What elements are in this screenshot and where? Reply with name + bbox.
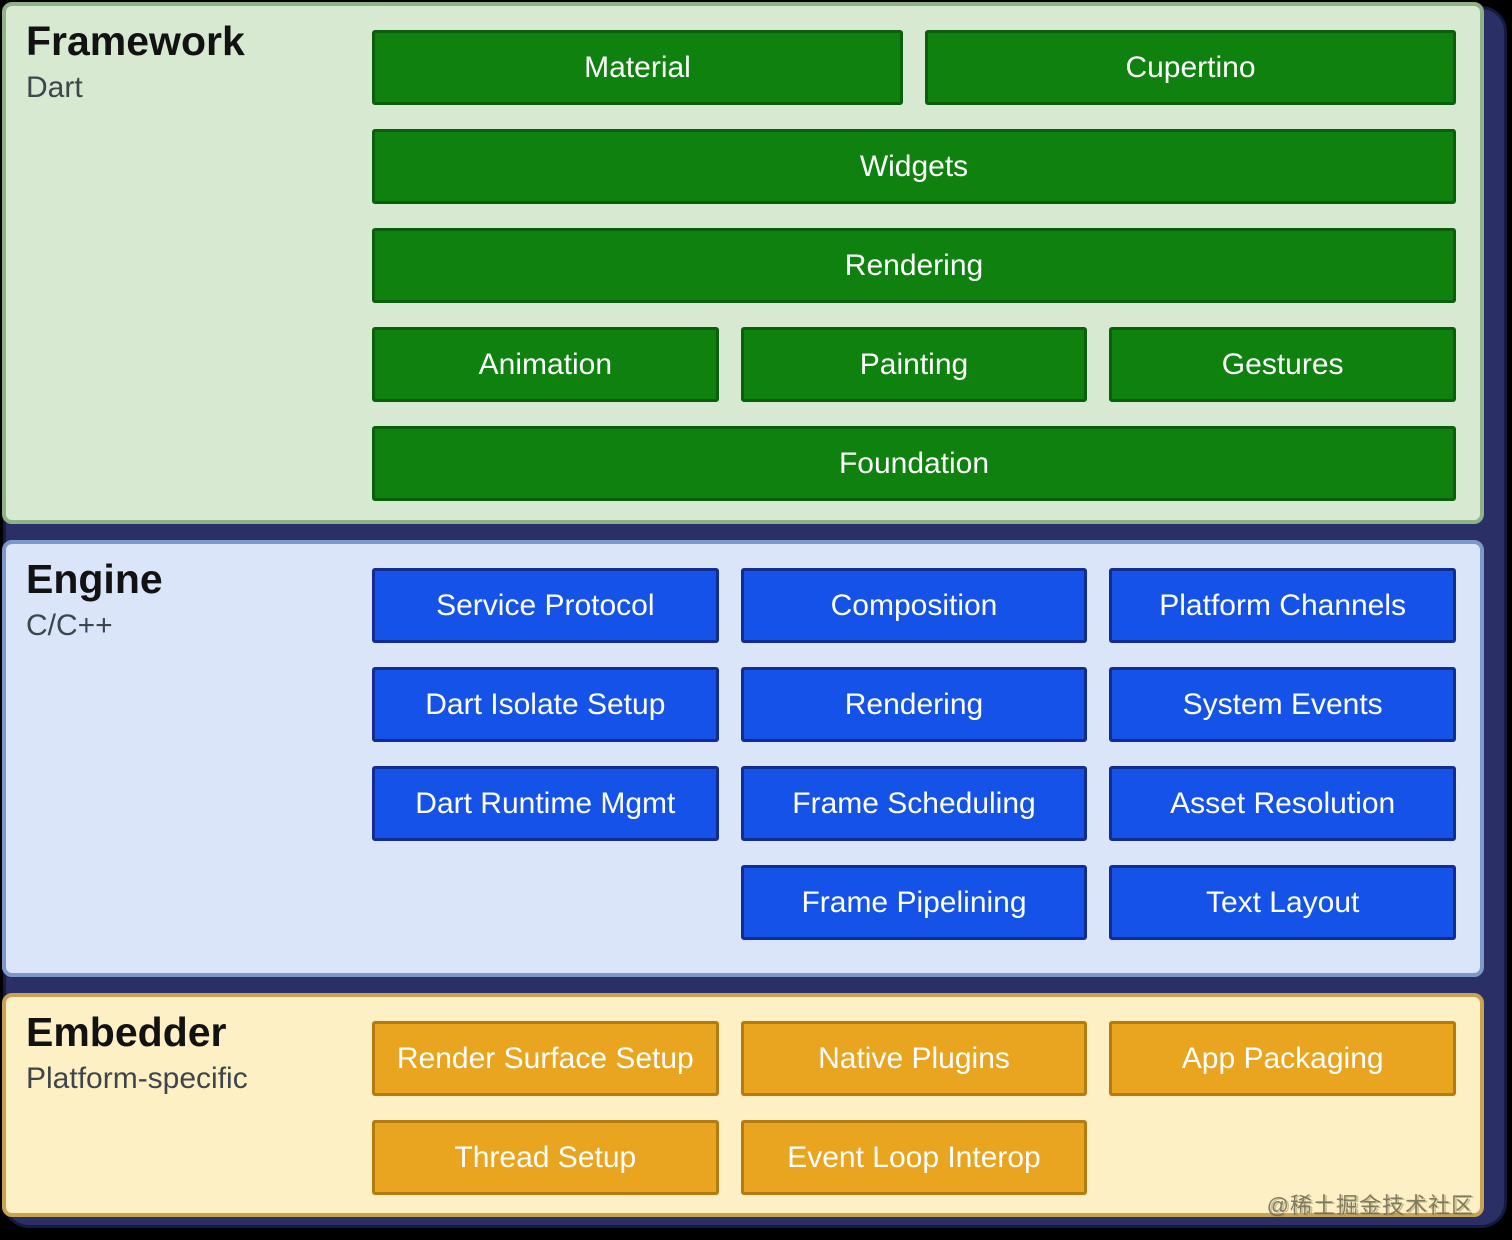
section-rows: Render Surface Setup Native Plugins App Pa…: [372, 997, 1480, 1213]
diagram-row: Widgets: [372, 129, 1456, 204]
box-platform-channels: Platform Channels: [1109, 568, 1456, 643]
box-dart-runtime-mgmt: Dart Runtime Mgmt: [372, 766, 719, 841]
box-dart-isolate-setup: Dart Isolate Setup: [372, 667, 719, 742]
diagram-row: Dart Isolate Setup Rendering System Events: [372, 667, 1456, 742]
box-service-protocol: Service Protocol: [372, 568, 719, 643]
embedder-label-area: Embedder Platform-specific: [6, 997, 372, 1213]
section-subtitle: C/C++: [26, 609, 113, 643]
diagram-row: Material Cupertino: [372, 30, 1456, 105]
box-painting: Painting: [740, 327, 1088, 402]
engine-label-area: Engine C/C++: [6, 544, 372, 973]
section-subtitle: Platform-specific: [26, 1062, 248, 1096]
box-animation: Animation: [372, 327, 719, 402]
box-cupertino: Cupertino: [925, 30, 1456, 105]
section-rows: Service Protocol Composition Platform Chan…: [372, 544, 1480, 973]
box-widgets: Widgets: [372, 129, 1456, 204]
box-system-events: System Events: [1109, 667, 1456, 742]
box-native-plugins: Native Plugins: [740, 1021, 1088, 1096]
box-foundation: Foundation: [372, 426, 1456, 501]
section-subtitle: Dart: [26, 71, 83, 105]
box-render-surface-setup: Render Surface Setup: [372, 1021, 719, 1096]
box-asset-resolution: Asset Resolution: [1109, 766, 1456, 841]
box-frame-pipelining: Frame Pipelining: [740, 865, 1088, 940]
section-title: Framework: [26, 18, 245, 64]
box-thread-setup: Thread Setup: [372, 1120, 719, 1195]
watermark: @稀土掘金技术社区: [1266, 1193, 1474, 1218]
box-rendering: Rendering: [740, 667, 1088, 742]
diagram-row: Service Protocol Composition Platform Chan…: [372, 568, 1456, 643]
embedder-layer: Embedder Platform-specific Render Surfac…: [2, 993, 1484, 1217]
box-gestures: Gestures: [1109, 327, 1456, 402]
engine-layer: Engine C/C++ Service Protocol Composition…: [2, 540, 1484, 977]
diagram-row: Animation Painting Gestures: [372, 327, 1456, 402]
diagram-row: Rendering: [372, 228, 1456, 303]
box-app-packaging: App Packaging: [1109, 1021, 1456, 1096]
diagram-row: Thread Setup Event Loop Interop: [372, 1120, 1456, 1195]
diagram-row: Frame Pipelining Text Layout: [372, 865, 1456, 940]
box-composition: Composition: [740, 568, 1088, 643]
box-rendering: Rendering: [372, 228, 1456, 303]
diagram-row: Foundation: [372, 426, 1456, 501]
diagram-row: Render Surface Setup Native Plugins App Pa…: [372, 1021, 1456, 1096]
box-event-loop-interop: Event Loop Interop: [740, 1120, 1088, 1195]
section-title: Engine: [26, 556, 163, 602]
diagram-row: Dart Runtime Mgmt Frame Scheduling Asset R…: [372, 766, 1456, 841]
section-title: Embedder: [26, 1009, 227, 1055]
box-material: Material: [372, 30, 903, 105]
box-text-layout: Text Layout: [1109, 865, 1456, 940]
framework-label-area: Framework Dart: [6, 6, 372, 520]
box-frame-scheduling: Frame Scheduling: [740, 766, 1088, 841]
